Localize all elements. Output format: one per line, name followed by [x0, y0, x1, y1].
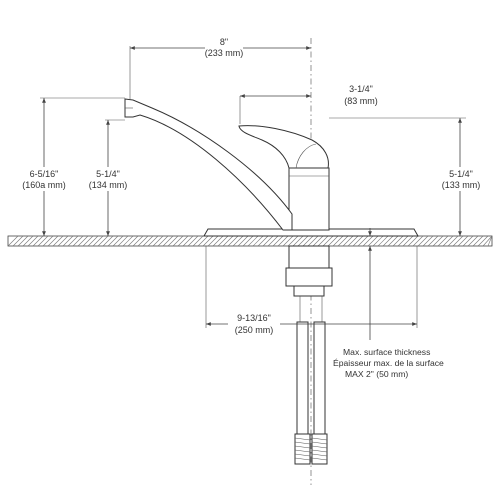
- deck-plate: [203, 228, 419, 237]
- label-deck-plate: 9-13/16" (250 mm): [228, 312, 280, 336]
- countertop: [7, 235, 493, 247]
- spout-reach-imperial: 8": [220, 37, 228, 47]
- note-line-3: MAX 2" (50 mm): [345, 369, 408, 379]
- extension-lines: [40, 46, 466, 328]
- deck-plate-metric: (250 mm): [235, 325, 274, 335]
- overall-height-imperial: 6-5/16": [30, 169, 59, 179]
- spout-reach-metric: (233 mm): [205, 48, 244, 58]
- overall-height-metric: (160a mm): [22, 180, 66, 190]
- countertop-hatch: [7, 235, 493, 247]
- spout-height-imperial: 5-1/4": [96, 169, 120, 179]
- spout-height-metric: (134 mm): [89, 180, 128, 190]
- note-line-2: Épaisseur max. de la surface: [333, 358, 444, 368]
- handle-height-imperial: 5-1/4": [449, 169, 473, 179]
- label-overall-height: 6-5/16" (160a mm): [14, 167, 74, 191]
- note-line-1: Max. surface thickness: [343, 347, 430, 357]
- label-handle-reach: 3-1/4" (83 mm): [338, 84, 384, 108]
- deck-plate-imperial: 9-13/16": [237, 313, 271, 323]
- label-spout-height: 5-1/4" (134 mm): [80, 167, 136, 191]
- mounting-shank: [285, 245, 333, 322]
- label-spout-reach: 8" (233 mm): [205, 35, 244, 59]
- faucet-body: [124, 98, 330, 231]
- handle-reach-metric: (83 mm): [344, 96, 378, 106]
- surface-thickness-note: Max. surface thickness Épaisseur max. de…: [333, 347, 444, 379]
- handle-height-metric: (133 mm): [442, 180, 481, 190]
- handle-reach-imperial: 3-1/4": [349, 84, 373, 94]
- label-handle-height: 5-1/4" (133 mm): [434, 167, 488, 191]
- supply-hoses: [294, 321, 328, 465]
